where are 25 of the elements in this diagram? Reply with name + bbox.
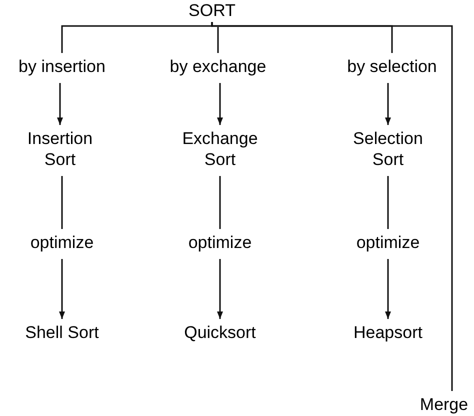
arrow: [217, 83, 223, 125]
node-label: optimize: [17, 232, 107, 253]
arrow: [385, 259, 391, 319]
node-label: Heapsort: [343, 322, 433, 343]
connector-line: [217, 27, 219, 53]
node-label: optimize: [343, 232, 433, 253]
node-label: Quicksort: [175, 322, 265, 343]
arrow: [57, 83, 63, 125]
node-label: by exchange: [158, 56, 278, 77]
node-label: by selection: [332, 56, 452, 77]
connector-line: [219, 176, 221, 229]
node-label: Exchange Sort: [175, 128, 265, 170]
arrow: [385, 83, 391, 125]
arrow: [217, 259, 223, 319]
node-label: optimize: [175, 232, 265, 253]
node-label: Insertion Sort: [15, 128, 105, 170]
connector-line: [61, 176, 63, 229]
connector-line: [387, 176, 389, 229]
node-label: Selection Sort: [343, 128, 433, 170]
arrow: [59, 259, 65, 319]
node-label: Merge: [416, 394, 472, 415]
node-label: by insertion: [2, 56, 122, 77]
node-label: Shell Sort: [22, 322, 102, 343]
node-label: SORT: [182, 0, 242, 21]
connector-line: [211, 22, 453, 391]
